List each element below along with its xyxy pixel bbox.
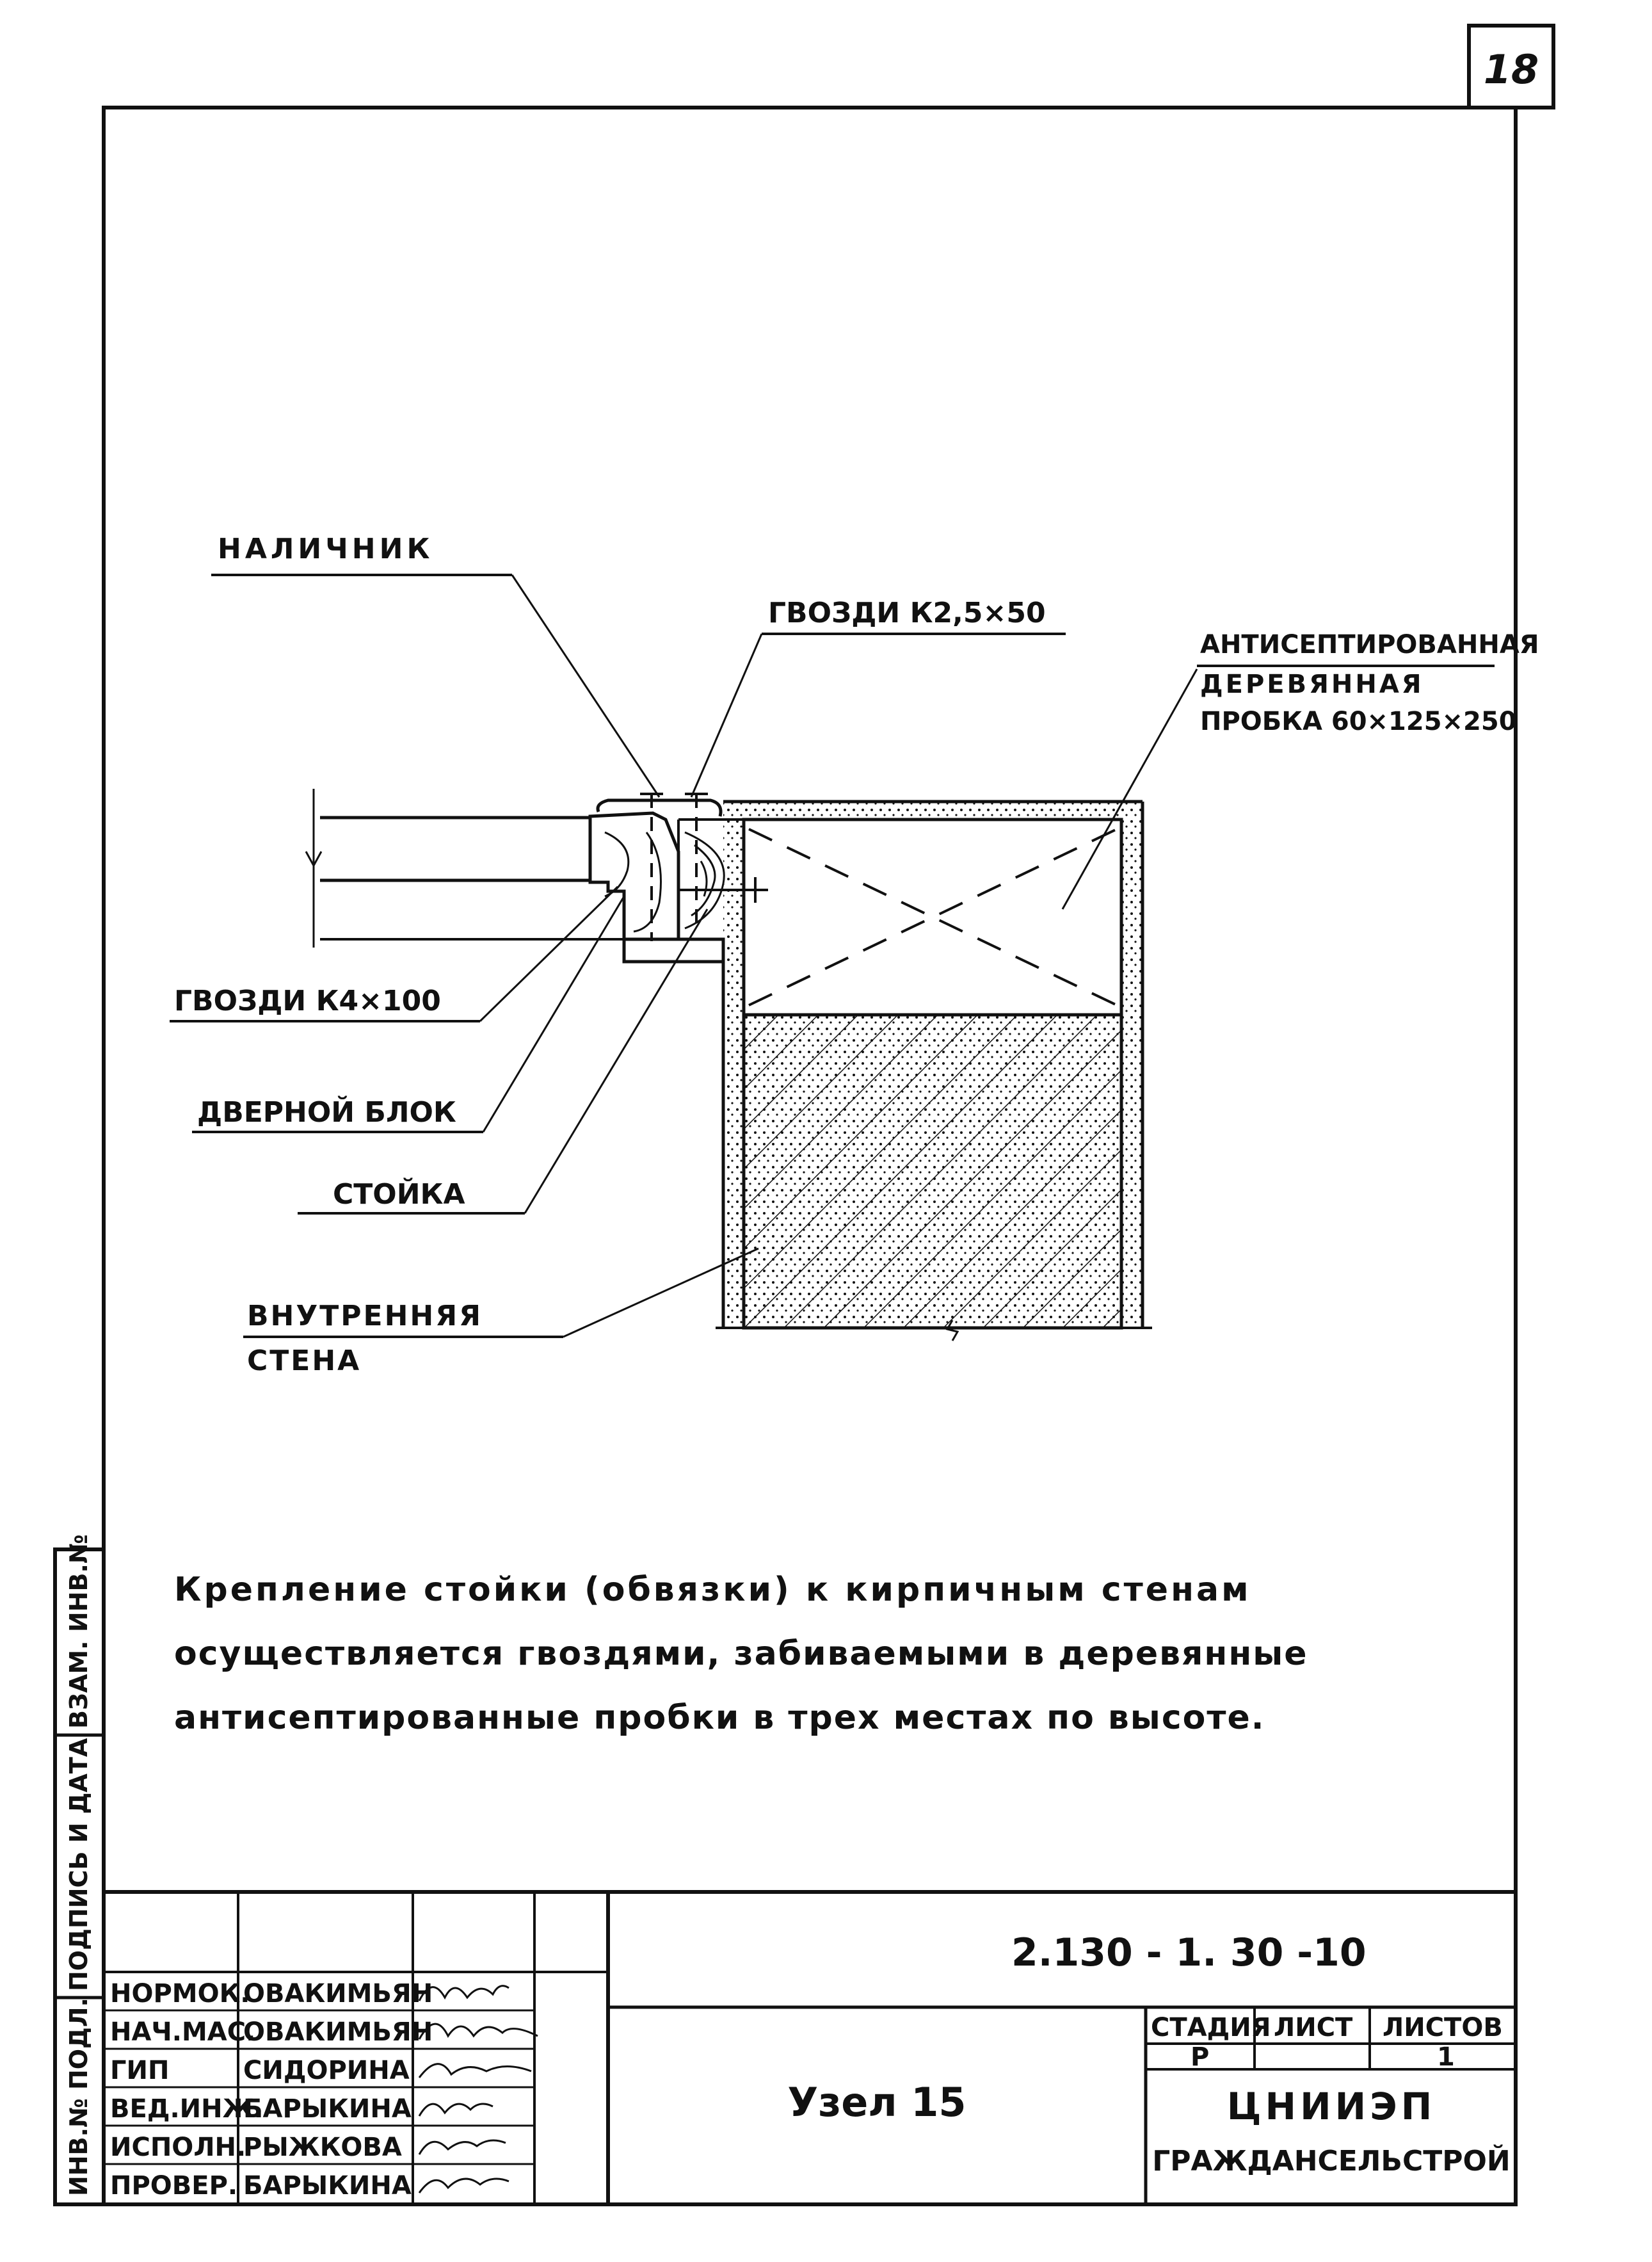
- callout-nalichnik: НАЛИЧНИК: [218, 533, 433, 565]
- name-3: БАРЫКИНА: [243, 2094, 412, 2124]
- callout-antiseptic-3: ПРОБКА 60×125×250: [1200, 707, 1517, 736]
- callout-antiseptic-1: АНТИСЕПТИРОВАННАЯ: [1200, 630, 1539, 659]
- title-block: НОРМОК. ОВАКИМЬЯН НАЧ.МАС. ОВАКИМЬЯН ГИП…: [104, 1890, 1516, 2204]
- callout-wall-2: СТЕНА: [247, 1345, 361, 1377]
- side-stamp: ИНВ.№ ПОДЛ. ПОДПИСЬ И ДАТА ВЗАМ. ИНВ.№: [53, 1534, 106, 2206]
- callout-gvozdi-large: ГВОЗДИ К4×100: [174, 985, 441, 1017]
- brick-wall: [742, 1013, 1123, 1330]
- detail-node-15: [305, 789, 1152, 1341]
- side-inv-podl: ИНВ.№ ПОДЛ.: [65, 1998, 93, 2196]
- stage-value: Р: [1191, 2042, 1209, 2072]
- sheet-header: ЛИСТ: [1274, 2013, 1353, 2042]
- sheets-value: 1: [1437, 2042, 1455, 2072]
- callout-antiseptic-2: ДЕРЕВЯННАЯ: [1200, 670, 1424, 699]
- organization-line-1: ЦНИИЭП: [1227, 2085, 1436, 2128]
- callout-door-block: ДВЕРНОЙ БЛОК: [197, 1095, 456, 1129]
- name-4: РЫЖКОВА: [243, 2133, 402, 2162]
- side-vzam-inv: ВЗАМ. ИНВ.№: [65, 1534, 93, 1729]
- role-0: НОРМОК.: [110, 1979, 250, 2008]
- callout-gvozdi-small: ГВОЗДИ К2,5×50: [768, 597, 1046, 629]
- note-line-1: Крепление стойки (обвязки) к кирпичным с…: [174, 1571, 1251, 1609]
- drawing-title: Узел 15: [787, 2079, 966, 2126]
- handwritten-signatures: [418, 1985, 538, 2193]
- document-code: 2.130 - 1. 30 -10: [1011, 1930, 1367, 1975]
- role-3: ВЕД.ИНЖ.: [110, 2094, 264, 2124]
- name-0: ОВАКИМЬЯН: [243, 1979, 433, 2008]
- sheets-header: ЛИСТОВ: [1383, 2013, 1503, 2042]
- note-text: Крепление стойки (обвязки) к кирпичным с…: [174, 1571, 1308, 1737]
- role-1: НАЧ.МАС.: [110, 2017, 255, 2047]
- side-podpis-data: ПОДПИСЬ И ДАТА: [65, 1738, 93, 1991]
- role-5: ПРОВЕР.: [110, 2171, 237, 2201]
- role-4: ИСПОЛН.: [110, 2133, 246, 2162]
- note-line-3: антисептированные пробки в трех местах п…: [174, 1699, 1265, 1737]
- antiseptic-wood-plug: [742, 818, 1123, 1017]
- organization-line-2: ГРАЖДАНСЕЛЬСТРОЙ: [1152, 2144, 1510, 2177]
- callouts: НАЛИЧНИК ГВОЗДИ К2,5×50 АНТИСЕПТИРОВАННА…: [170, 533, 1539, 1377]
- note-line-2: осуществляется гвоздями, забиваемыми в д…: [174, 1635, 1308, 1673]
- callout-wall-1: ВНУТРЕННЯЯ: [247, 1300, 483, 1332]
- sheet-number-box: 18: [1467, 24, 1555, 109]
- name-2: СИДОРИНА: [243, 2056, 410, 2085]
- stage-header: СТАДИЯ: [1151, 2013, 1271, 2042]
- name-5: БАРЫКИНА: [243, 2171, 412, 2201]
- role-2: ГИП: [110, 2056, 169, 2085]
- name-1: ОВАКИМЬЯН: [243, 2017, 433, 2047]
- callout-stoyka: СТОЙКА: [333, 1177, 465, 1211]
- drawing-frame: [102, 106, 1518, 2206]
- sheet-number: 18: [1484, 46, 1539, 93]
